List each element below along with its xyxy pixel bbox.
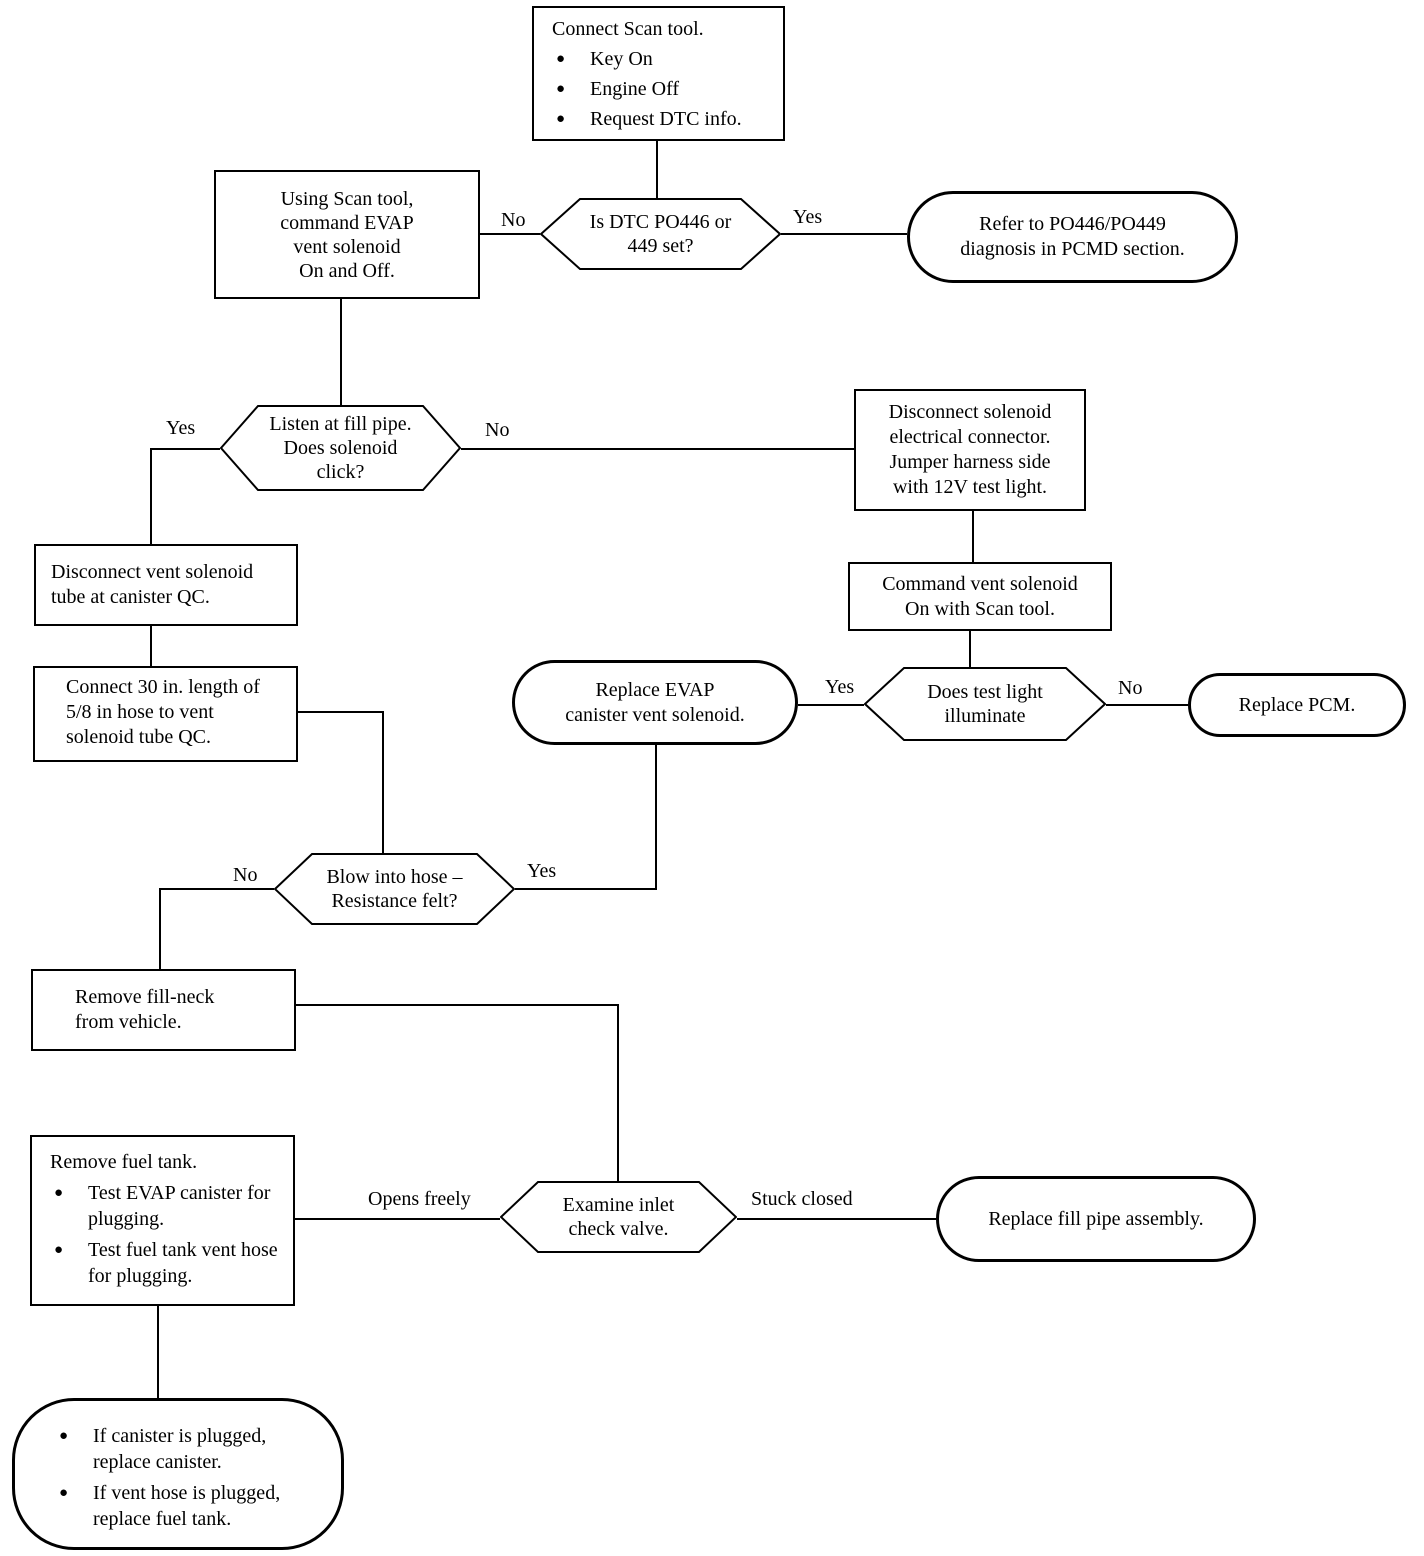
replace-evap-line: Replace EVAP	[595, 678, 715, 701]
connect-scan-steps: Key On Engine Off Request DTC info.	[552, 44, 783, 134]
using-scan-tool-box: Using Scan tool, command EVAP vent solen…	[214, 170, 480, 299]
disconnect-vent-line: tube at canister QC.	[51, 586, 210, 608]
examine-line: Examine inlet	[562, 1194, 675, 1216]
connect-hose-line: solenoid tube QC.	[66, 726, 211, 748]
replace-pcm-terminal: Replace PCM.	[1188, 673, 1406, 737]
final-steps: If canister is plugged, replace canister…	[55, 1423, 321, 1532]
remove-fillneck-line: from vehicle.	[75, 1011, 182, 1033]
replace-fillpipe-terminal: Replace fill pipe assembly.	[936, 1176, 1256, 1262]
using-scan-line: On and Off.	[299, 259, 395, 282]
connect-scan-step: Engine Off	[552, 74, 783, 104]
disconnect-solenoid-line: with 12V test light.	[892, 476, 1048, 498]
using-scan-line: command EVAP	[280, 211, 414, 234]
listen-line: click?	[316, 461, 365, 483]
blow-line: Blow into hose –	[326, 866, 463, 888]
dtc-decision: Is DTC PO446 or 449 set?	[540, 198, 781, 270]
label-light-no: No	[1118, 677, 1143, 699]
remove-fillneck-line: Remove fill-neck	[75, 986, 215, 1008]
dtc-decision-line: 449 set?	[627, 235, 694, 257]
final-step: If canister is plugged, replace canister…	[55, 1423, 321, 1475]
remove-tank-step: Test EVAP canister for plugging.	[50, 1180, 285, 1232]
label-dtc-no: No	[501, 209, 526, 231]
label-blow-yes: Yes	[527, 860, 557, 882]
command-vent-line: Command vent solenoid	[882, 572, 1078, 595]
connect-scan-step: Request DTC info.	[552, 104, 783, 134]
remove-fillneck-box: Remove fill-neck from vehicle.	[31, 969, 296, 1051]
using-scan-line: vent solenoid	[293, 235, 401, 258]
disconnect-solenoid-line: Disconnect solenoid	[888, 401, 1052, 423]
blow-decision: Blow into hose – Resistance felt?	[274, 853, 515, 925]
refer-line: Refer to PO446/PO449	[979, 213, 1166, 235]
edge-fillneck-to-examine	[296, 1004, 619, 1181]
refer-pcmd-terminal: Refer to PO446/PO449 diagnosis in PCMD s…	[907, 191, 1238, 283]
disconnect-solenoid-line: electrical connector.	[889, 426, 1051, 448]
label-stuck-closed: Stuck closed	[751, 1188, 853, 1210]
command-vent-box: Command vent solenoid On with Scan tool.	[848, 562, 1112, 631]
listen-line: Listen at fill pipe.	[269, 413, 412, 435]
connect-hose-line: 5/8 in hose to vent	[66, 701, 214, 723]
connect-scan-step: Key On	[552, 44, 783, 74]
remove-fuel-tank-box: Remove fuel tank. Test EVAP canister for…	[30, 1135, 295, 1306]
remove-tank-title: Remove fuel tank.	[50, 1151, 198, 1173]
edge-blow-no	[159, 888, 274, 969]
examine-decision: Examine inlet check valve.	[500, 1181, 737, 1253]
replace-fillpipe-line: Replace fill pipe assembly.	[988, 1207, 1204, 1230]
final-terminal: If canister is plugged, replace canister…	[12, 1398, 344, 1550]
disconnect-solenoid-box: Disconnect solenoid electrical connector…	[854, 389, 1086, 511]
listen-decision: Listen at fill pipe. Does solenoid click…	[220, 405, 461, 491]
test-light-line: illuminate	[944, 705, 1026, 727]
test-light-decision: Does test light illuminate	[864, 667, 1106, 741]
dtc-decision-line: Is DTC PO446 or	[589, 211, 732, 233]
connect-scan-title: Connect Scan tool.	[552, 18, 704, 40]
label-listen-no: No	[485, 419, 510, 441]
edge-listen-yes	[150, 448, 220, 544]
refer-line: diagnosis in PCMD section.	[960, 238, 1185, 260]
final-step: If vent hose is plugged, replace fuel ta…	[55, 1480, 321, 1532]
replace-evap-line: canister vent solenoid.	[565, 703, 745, 726]
label-dtc-yes: Yes	[793, 206, 823, 228]
disconnect-vent-line: Disconnect vent solenoid	[51, 561, 254, 583]
connect-hose-box: Connect 30 in. length of 5/8 in hose to …	[33, 666, 298, 762]
connect-hose-line: Connect 30 in. length of	[66, 676, 260, 698]
examine-line: check valve.	[568, 1218, 669, 1240]
label-listen-yes: Yes	[166, 417, 196, 439]
edge-blow-yes	[515, 745, 657, 890]
command-vent-line: On with Scan tool.	[905, 597, 1055, 620]
replace-pcm-line: Replace PCM.	[1238, 693, 1356, 716]
label-opens-freely: Opens freely	[368, 1188, 471, 1210]
label-blow-no: No	[233, 864, 258, 886]
remove-tank-step: Test fuel tank vent hose for plugging.	[50, 1237, 285, 1289]
replace-evap-terminal: Replace EVAP canister vent solenoid.	[512, 660, 798, 745]
connect-scan-tool-box: Connect Scan tool. Key On Engine Off Req…	[532, 6, 785, 141]
disconnect-solenoid-line: Jumper harness side	[889, 451, 1051, 473]
test-light-line: Does test light	[927, 681, 1043, 703]
blow-line: Resistance felt?	[331, 890, 458, 912]
edge-hose-to-blow	[298, 711, 384, 853]
label-light-yes: Yes	[825, 676, 855, 698]
using-scan-line: Using Scan tool,	[280, 187, 414, 210]
listen-line: Does solenoid	[283, 437, 398, 459]
disconnect-vent-box: Disconnect vent solenoid tube at caniste…	[34, 544, 298, 626]
remove-tank-steps: Test EVAP canister for plugging. Test fu…	[50, 1180, 285, 1289]
